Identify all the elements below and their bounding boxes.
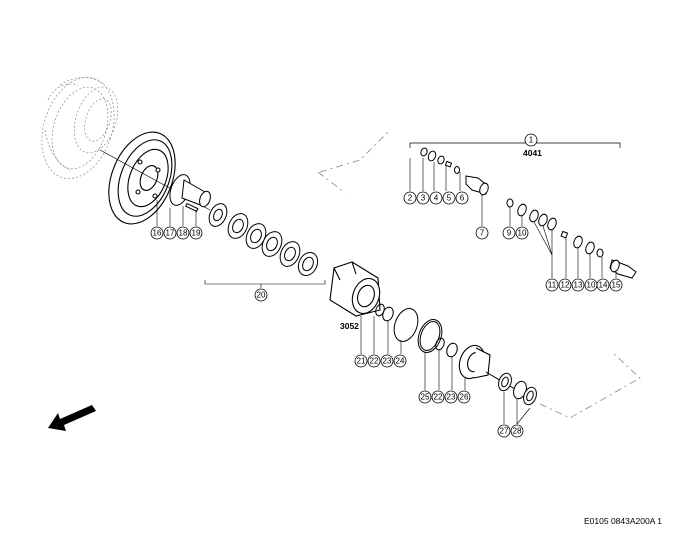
carrier-housing bbox=[329, 261, 381, 317]
callout-3: 3 bbox=[421, 194, 426, 203]
callout-numbers: 1 2 3 4 5 6 7 9 10 11 12 13 10 14 15 16 … bbox=[153, 136, 621, 436]
callout-13: 13 bbox=[574, 281, 583, 290]
callout-22b: 22 bbox=[434, 393, 443, 402]
callout-27: 27 bbox=[500, 427, 509, 436]
callout-1: 1 bbox=[529, 136, 534, 145]
callout-20: 20 bbox=[257, 291, 266, 300]
shaft-end-parts bbox=[485, 371, 537, 406]
callout-22a: 22 bbox=[370, 357, 379, 366]
callout-23a: 23 bbox=[383, 357, 392, 366]
callout-5: 5 bbox=[447, 194, 452, 203]
callout-26: 26 bbox=[460, 393, 469, 402]
arrow-down-left-icon bbox=[48, 405, 96, 431]
seal-rings-b bbox=[417, 319, 458, 358]
bearing-cup bbox=[458, 344, 491, 380]
callout-15: 15 bbox=[612, 281, 621, 290]
callout-18: 18 bbox=[179, 229, 188, 238]
callout-7: 7 bbox=[480, 229, 485, 238]
callout-circles bbox=[150, 133, 623, 438]
callout-2: 2 bbox=[408, 194, 413, 203]
callout-17: 17 bbox=[166, 229, 175, 238]
flange-spindle bbox=[169, 174, 211, 213]
callout-24: 24 bbox=[396, 357, 405, 366]
reference-code: E0105 0843A200A 1 bbox=[584, 516, 662, 526]
shim-stack bbox=[208, 203, 319, 277]
callout-10a: 10 bbox=[518, 229, 527, 238]
callout-6: 6 bbox=[460, 194, 465, 203]
callout-16: 16 bbox=[153, 229, 162, 238]
callout-10b: 10 bbox=[587, 281, 596, 290]
callout-4: 4 bbox=[434, 194, 439, 203]
wheel-outline bbox=[41, 77, 119, 179]
assembly-4041-bracket bbox=[317, 129, 391, 194]
callout-19: 19 bbox=[192, 229, 201, 238]
lower-dashed-lines bbox=[539, 351, 641, 419]
callout-25: 25 bbox=[421, 393, 430, 402]
assembly-4041-leader bbox=[409, 142, 621, 148]
callout-11: 11 bbox=[548, 281, 557, 290]
callout-12: 12 bbox=[561, 281, 570, 290]
fittings-right bbox=[506, 198, 637, 279]
callout-14: 14 bbox=[599, 281, 608, 290]
assembly-label-4041: 4041 bbox=[523, 148, 542, 158]
callout-9: 9 bbox=[507, 229, 512, 238]
fittings-upper bbox=[420, 147, 489, 196]
callout-21: 21 bbox=[357, 357, 366, 366]
callout-23b: 23 bbox=[447, 393, 456, 402]
callout-28: 28 bbox=[513, 427, 522, 436]
callout-leaders bbox=[156, 158, 617, 425]
seal-rings-a bbox=[375, 303, 419, 342]
assembly-label-3052: 3052 bbox=[340, 321, 359, 331]
